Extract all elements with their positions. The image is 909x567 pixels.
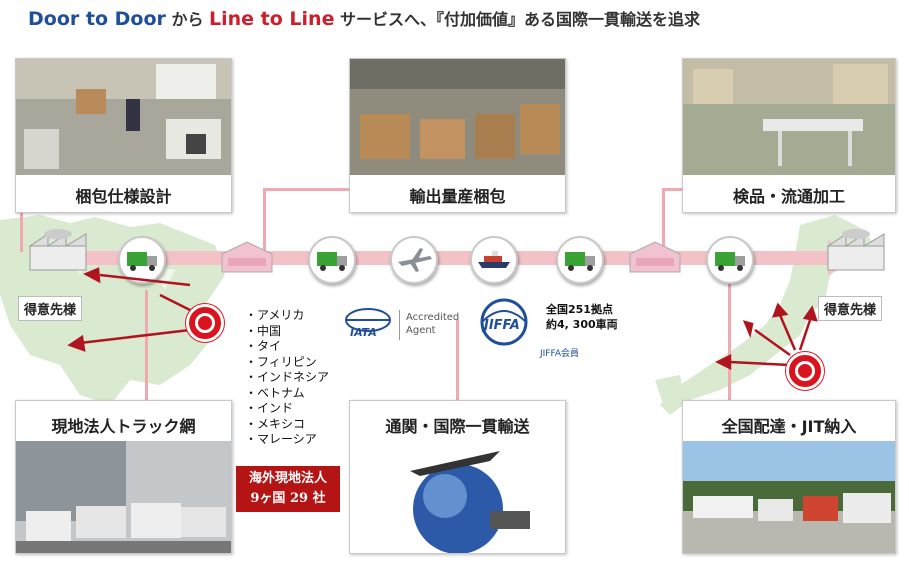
panel-label-packaging-design: 梱包仕様設計: [75, 187, 172, 206]
jiffa-logo: [480, 298, 528, 346]
factory-right-icon: [826, 229, 885, 271]
connector-left-top: [20, 210, 23, 252]
country-item: ・ベトナム: [245, 385, 305, 400]
warehouse-icon-1: [221, 241, 273, 273]
panel-label-local-truck: 現地法人トラック網: [51, 417, 196, 436]
agent-text: Agent: [406, 325, 436, 336]
airplane-icon: [398, 248, 432, 272]
country-item: ・メキシコ: [245, 416, 306, 431]
connector-local-truck: [145, 290, 148, 400]
title-line-to-line: Line to Line: [209, 8, 335, 30]
truck-circle-2: [308, 236, 356, 284]
page-title: Door to Door から Line to Line サービスへ、『付加価値…: [28, 6, 700, 30]
globe-transport-icon: [350, 441, 565, 553]
ship-icon: [478, 251, 510, 268]
panel-export-packing: 輸出量産梱包: [349, 58, 566, 213]
country-item: ・インドネシア: [245, 370, 330, 384]
country-item: ・タイ: [245, 339, 282, 353]
panel-label-export-packing: 輸出量産梱包: [409, 187, 506, 206]
truck-circle-1: [118, 236, 166, 284]
connector-export-horizontal: [263, 188, 350, 191]
truck-icon: [127, 252, 157, 271]
panel-label-customs: 通関・国際一貫輸送: [385, 417, 530, 436]
hub-target-right-icon: [786, 352, 824, 390]
connector-export-left: [263, 188, 266, 252]
truck-circle-3: [556, 236, 604, 284]
jiffa-text: JIFFA: [484, 318, 520, 333]
iata-divider: [399, 310, 400, 340]
ship-circle: [470, 236, 518, 284]
country-item: ・フィリピン: [245, 354, 317, 369]
country-item: ・中国: [245, 323, 282, 338]
truck-icon: [317, 252, 347, 271]
japan-map: [655, 215, 880, 415]
factory-left-icon: [28, 229, 87, 271]
overseas-line2: 9ヶ国 29 社: [250, 491, 326, 506]
factory-photo: [683, 59, 895, 175]
nationwide-fleet-photo: [683, 441, 895, 553]
office-photo: [16, 59, 231, 175]
title-door-to-door: Door to Door: [28, 8, 166, 30]
iata-logo: IATA Accredited Agent: [342, 306, 462, 346]
connector-nationwide: [728, 280, 731, 402]
warehouse-photo: [350, 59, 565, 175]
accredited-text: Accredited: [406, 312, 460, 323]
panel-customs: 通関・国際一貫輸送: [349, 400, 566, 554]
country-item: ・インド: [245, 401, 294, 415]
network-stats: 全国251拠点 約4, 300車両: [546, 302, 618, 332]
country-item: ・アメリカ: [245, 308, 305, 322]
hub-target-left-icon: [186, 304, 224, 342]
customer-left-tag: 得意先様: [18, 296, 83, 321]
warehouse-icon-2: [629, 241, 681, 273]
panel-inspection: 検品・流通加工: [682, 58, 896, 213]
connector-inspection-left: [662, 188, 665, 252]
panel-label-nationwide: 全国配達・JIT納入: [721, 417, 857, 436]
country-list: ・アメリカ ・中国 ・タイ ・フィリピン ・インドネシア ・ベトナム ・インド …: [245, 308, 329, 448]
truck-circle-4: [706, 236, 754, 284]
panel-label-inspection: 検品・流通加工: [732, 187, 845, 206]
panel-packaging-design: 梱包仕様設計: [15, 58, 232, 213]
title-rest: サービスへ、『付加価値』ある国際一貫輸送を追求: [334, 10, 701, 29]
overseas-subsidiaries-box: 海外現地法人 9ヶ国 29 社: [236, 466, 340, 512]
red-arrows-left: [67, 267, 191, 352]
connector-customs: [456, 320, 459, 400]
truck-fleet-photo: [16, 441, 231, 553]
truck-icon: [565, 252, 595, 271]
customer-right-tag: 得意先様: [818, 296, 883, 321]
panel-local-truck: 現地法人トラック網: [15, 400, 232, 554]
iata-globe-icon: [345, 308, 391, 332]
title-kara: から: [165, 10, 210, 29]
airplane-circle: [390, 236, 438, 284]
panel-nationwide: 全国配達・JIT納入: [682, 400, 896, 554]
stat-vehicles: 約4, 300車両: [546, 318, 618, 331]
country-item: ・マレーシア: [245, 432, 317, 446]
truck-icon: [715, 252, 745, 271]
overseas-line1: 海外現地法人: [248, 471, 327, 486]
red-arrows-right: [715, 302, 818, 371]
connector-inspection-horizontal: [662, 188, 682, 191]
iata-text: IATA: [350, 326, 377, 339]
jiffa-member-label: JIFFA会員: [540, 349, 579, 359]
stat-bases: 全国251拠点: [546, 303, 613, 316]
